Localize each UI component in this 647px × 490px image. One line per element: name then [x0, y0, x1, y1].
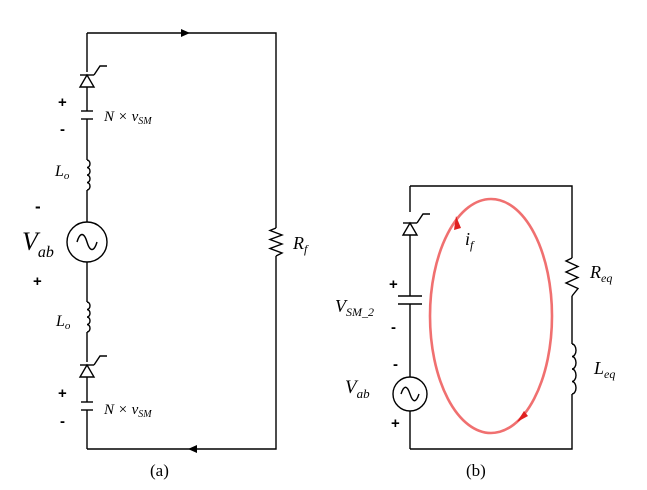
a-top-inductor-label: Lo — [54, 163, 70, 182]
a-bottom-sm-capacitor — [81, 401, 93, 411]
a-top-inductor — [86, 159, 91, 191]
b-caption: (b) — [466, 461, 486, 480]
b-capacitor-plus: + — [389, 276, 398, 293]
a-bottom-inductor — [86, 301, 91, 333]
a-right-lower-wire — [87, 256, 277, 450]
b-current-label: if — [465, 229, 475, 252]
b-resistor — [564, 257, 580, 297]
diagram-a: + - N × vSM Lo - Vab + Lo + - N × vSM Rf… — [22, 29, 309, 480]
a-top-sm-plus: + — [58, 94, 67, 111]
a-top-thyristor — [78, 65, 107, 88]
b-resistor-label: Req — [589, 262, 612, 285]
b-ac-source — [392, 376, 428, 412]
a-bottom-arrow — [188, 445, 197, 453]
a-ac-source — [66, 221, 108, 263]
b-inductor — [571, 343, 577, 395]
b-capacitor-minus: - — [391, 319, 396, 336]
b-capacitor — [398, 295, 422, 305]
a-source-plus: + — [33, 273, 42, 290]
b-thyristor — [401, 213, 430, 236]
a-top-sm-minus: - — [60, 121, 65, 138]
a-source-minus: - — [35, 197, 41, 216]
a-top-wire — [87, 32, 277, 228]
a-bottom-inductor-label: Lo — [55, 313, 71, 332]
a-bottom-sm-label: N × vSM — [103, 402, 152, 420]
b-right-wire — [410, 185, 573, 450]
a-bottom-sm-plus: + — [58, 385, 67, 402]
a-top-sm-capacitor — [81, 110, 93, 120]
diagram-b: if + VSM_2 - - Vab + Req Leq (b) — [335, 185, 615, 480]
a-source-label: Vab — [22, 227, 54, 261]
a-resistor — [268, 227, 284, 257]
b-source-label: Vab — [345, 377, 370, 401]
b-capacitor-label: VSM_2 — [335, 296, 374, 319]
a-top-arrow — [181, 29, 190, 37]
a-caption: (a) — [150, 461, 169, 480]
b-source-minus: - — [393, 356, 398, 373]
a-resistor-label: Rf — [292, 233, 309, 256]
a-bottom-sm-minus: - — [60, 413, 65, 430]
a-bottom-thyristor — [78, 355, 107, 378]
a-top-sm-label: N × vSM — [103, 109, 152, 127]
b-source-plus: + — [391, 415, 400, 432]
b-inductor-label: Leq — [593, 358, 615, 381]
b-current-loop — [428, 197, 554, 435]
